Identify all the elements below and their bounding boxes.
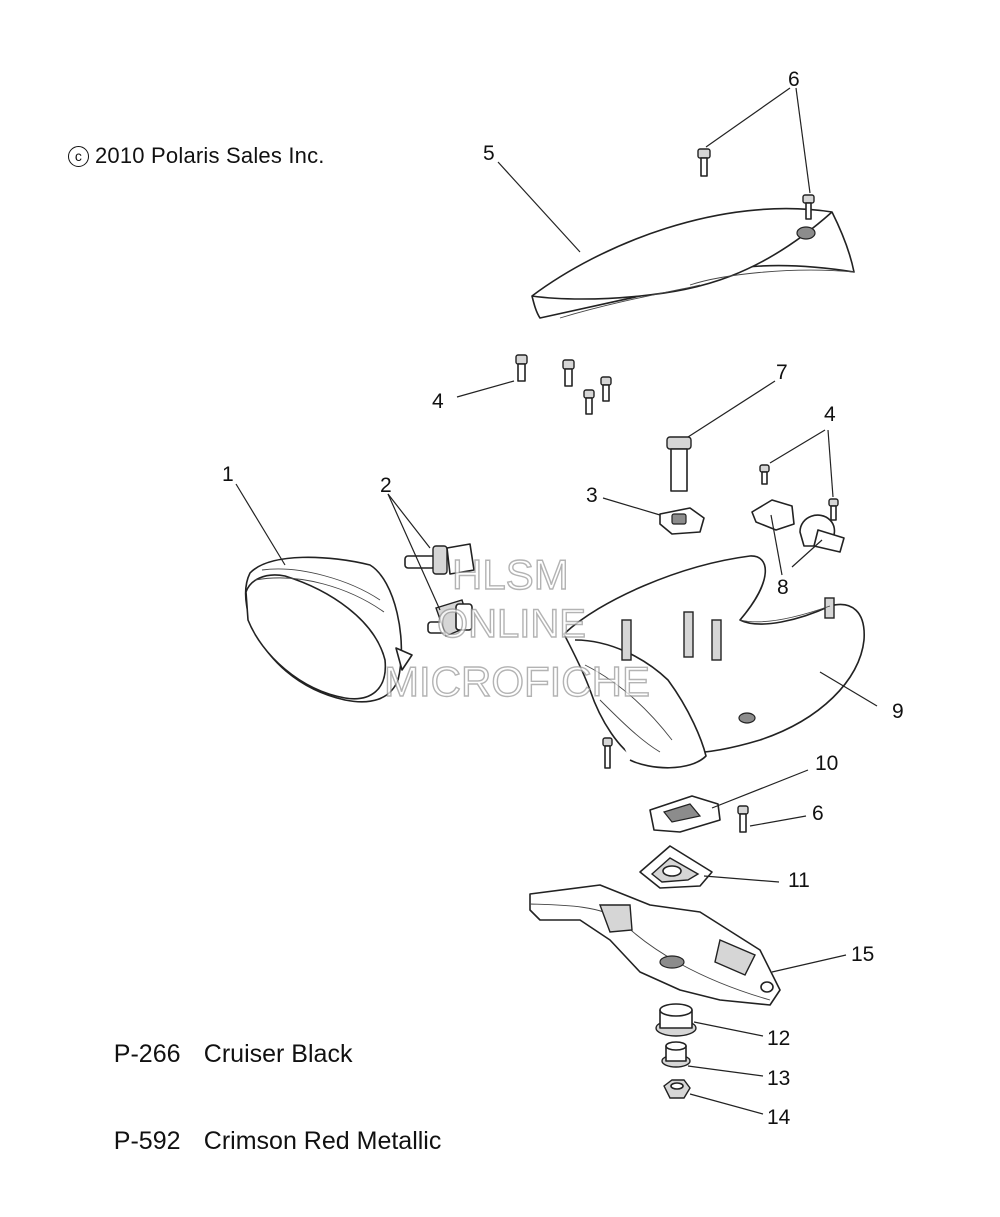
part-7-bolt bbox=[666, 436, 692, 492]
screws-4-group bbox=[515, 354, 612, 415]
callout-14: 14 bbox=[767, 1106, 791, 1129]
copyright-symbol: c bbox=[68, 146, 89, 167]
callout-4: 4 bbox=[432, 390, 444, 413]
part-8-clamps bbox=[751, 464, 845, 553]
watermark-line-1: HLSM bbox=[452, 551, 569, 598]
part-13-bushing bbox=[661, 1041, 691, 1068]
callout-3: 3 bbox=[586, 484, 598, 507]
copyright-notice: c 2010 Polaris Sales Inc. bbox=[68, 143, 325, 169]
watermark-line-2: ONLINE bbox=[437, 602, 586, 646]
part-10-bracket bbox=[649, 795, 721, 833]
color-name: Crimson Red Metallic bbox=[203, 1127, 442, 1155]
leader-lines bbox=[235, 87, 878, 1115]
callout-6: 6 bbox=[788, 68, 800, 91]
part-11-gasket bbox=[639, 845, 713, 889]
callout-9: 9 bbox=[892, 700, 904, 723]
callout-13: 13 bbox=[767, 1067, 790, 1090]
callout-10: 10 bbox=[815, 752, 838, 775]
watermark: HLSM ONLINE MICROFICHE bbox=[383, 550, 650, 705]
copyright-text: 2010 Polaris Sales Inc. bbox=[95, 143, 325, 168]
part-1-headlight bbox=[244, 556, 413, 703]
callout-2: 2 bbox=[380, 474, 392, 497]
part-2-bulbs bbox=[404, 543, 475, 637]
watermark-line-3: MICROFICHE bbox=[384, 658, 650, 705]
screw-6-lower bbox=[737, 805, 749, 833]
callout-6: 6 bbox=[812, 802, 824, 825]
color-code-row: P-592 Crimson Red Metallic bbox=[86, 1098, 442, 1185]
callout-12: 12 bbox=[767, 1027, 790, 1050]
callout-11: 11 bbox=[788, 869, 810, 892]
part-15-mount bbox=[529, 884, 781, 1006]
callout-labels: 6 5 4 7 4 1 2 3 8 9 10 6 11 15 12 13 14 bbox=[222, 68, 904, 1129]
color-code-list: P-266 Cruiser Black P-592 Crimson Red Meta… bbox=[86, 1011, 442, 1185]
color-code: P-266 bbox=[113, 1040, 181, 1068]
callout-1: 1 bbox=[222, 463, 234, 486]
color-code: P-592 bbox=[113, 1127, 181, 1155]
part-5-cover bbox=[531, 207, 855, 319]
part-3-clip bbox=[659, 507, 705, 535]
screw-6-left bbox=[697, 148, 711, 177]
screw-small bbox=[602, 737, 613, 769]
color-name: Cruiser Black bbox=[203, 1040, 353, 1068]
part-14-nut bbox=[663, 1079, 691, 1099]
callout-4: 4 bbox=[824, 403, 836, 426]
callout-15: 15 bbox=[851, 943, 874, 966]
callout-8: 8 bbox=[777, 576, 789, 599]
part-9-housing bbox=[563, 555, 865, 769]
screw-6-right bbox=[802, 194, 815, 220]
callout-7: 7 bbox=[776, 361, 788, 384]
part-12-grommet bbox=[655, 1003, 697, 1037]
callout-5: 5 bbox=[483, 142, 495, 165]
color-code-row: P-266 Cruiser Black bbox=[86, 1011, 441, 1098]
